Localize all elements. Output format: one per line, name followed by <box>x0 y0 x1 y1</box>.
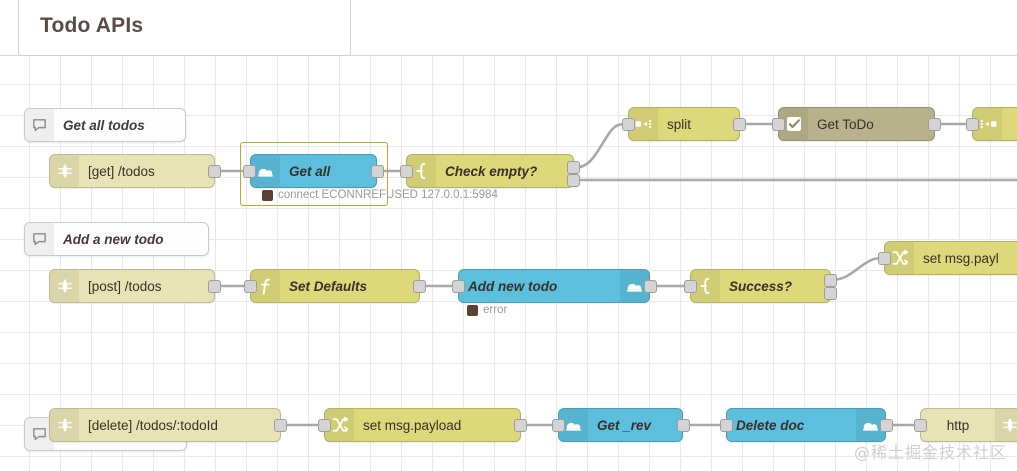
output-port-2[interactable] <box>824 287 837 300</box>
status-dot <box>467 304 478 316</box>
globe-icon <box>995 409 1017 441</box>
watermark: @稀土掘金技术社区 <box>853 443 1007 462</box>
comment-label: Get all todos <box>63 117 145 133</box>
node-couchdb-get-all[interactable]: Get all <box>250 154 377 188</box>
node-label: Check empty? <box>445 163 538 179</box>
flow-canvas[interactable]: Get all todos [get] /todos Get all <box>0 56 1017 471</box>
comment-node-add-a-new-todo[interactable]: Add a new todo <box>24 222 209 256</box>
node-change-set-msg-payload[interactable]: set msg.payload <box>324 408 521 442</box>
node-split[interactable]: split <box>628 107 740 141</box>
input-port[interactable] <box>452 280 465 293</box>
input-port[interactable] <box>243 165 256 178</box>
input-port[interactable] <box>684 280 697 293</box>
output-port[interactable] <box>274 419 287 432</box>
globe-icon <box>50 409 79 441</box>
node-status-get-all: connect ECONNREFUSED 127.0.0.1:5984 <box>262 189 498 201</box>
node-label: [post] /todos <box>88 278 162 294</box>
node-label: Get _rev <box>597 417 652 433</box>
flow-tab-todo-apis[interactable]: Todo APIs <box>18 0 351 56</box>
globe-icon <box>50 155 79 187</box>
output-port-2[interactable] <box>567 174 580 187</box>
node-http-in-delete-todos[interactable]: [delete] /todos/:todoId <box>49 408 281 442</box>
node-http-in-post-todos[interactable]: [post] /todos <box>49 269 215 303</box>
input-port[interactable] <box>720 419 733 432</box>
node-label: http <box>946 417 970 433</box>
flow-tab-label: Todo APIs <box>40 14 144 37</box>
node-label: split <box>667 116 692 132</box>
input-port[interactable] <box>622 118 635 131</box>
input-port[interactable] <box>244 280 257 293</box>
flow-tab-bar: Todo APIs <box>0 0 1017 56</box>
status-dot <box>262 189 273 201</box>
node-switch-success[interactable]: Success? <box>690 269 831 303</box>
input-port[interactable] <box>914 419 927 432</box>
output-port[interactable] <box>371 165 384 178</box>
node-label: set msg.payload <box>363 417 462 433</box>
input-port[interactable] <box>966 118 979 131</box>
output-port[interactable] <box>208 165 221 178</box>
node-couchdb-get-rev[interactable]: Get _rev <box>558 408 683 442</box>
output-port[interactable] <box>644 280 657 293</box>
output-port[interactable] <box>514 419 527 432</box>
input-port[interactable] <box>772 118 785 131</box>
node-change-set-msg-payload-2[interactable]: set msg.payl <box>884 241 1017 275</box>
output-port[interactable] <box>880 419 893 432</box>
node-switch-check-empty[interactable]: Check empty? <box>406 154 574 188</box>
node-http-in-get-todos[interactable]: [get] /todos <box>49 154 215 188</box>
node-label: [delete] /todos/:todoId <box>88 417 218 433</box>
node-http-response[interactable]: http <box>920 408 1017 442</box>
input-port[interactable] <box>552 419 565 432</box>
node-couchdb-get-todo[interactable]: Get ToDo <box>778 107 935 141</box>
node-label: set msg.payl <box>923 250 999 266</box>
switch-icon <box>407 155 436 187</box>
comment-node-get-all-todos[interactable]: Get all todos <box>24 108 186 142</box>
output-port[interactable] <box>677 419 690 432</box>
node-label: Set Defaults <box>289 278 368 294</box>
output-port-1[interactable] <box>567 161 580 174</box>
node-status-add-new-todo: error <box>467 304 507 316</box>
node-couchdb-add-new-todo[interactable]: Add new todo <box>458 269 650 303</box>
input-port[interactable] <box>318 419 331 432</box>
globe-icon <box>50 270 79 302</box>
status-text: connect ECONNREFUSED 127.0.0.1:5984 <box>278 189 498 201</box>
comment-label: Add a new todo <box>63 231 164 247</box>
input-port[interactable] <box>400 165 413 178</box>
node-label: Get all <box>289 163 331 179</box>
node-label: Success? <box>729 278 793 294</box>
input-port[interactable] <box>878 252 891 265</box>
output-port[interactable] <box>413 280 426 293</box>
node-function-set-defaults[interactable]: Set Defaults <box>250 269 420 303</box>
output-port[interactable] <box>733 118 746 131</box>
comment-icon <box>25 109 54 141</box>
output-port-1[interactable] <box>824 274 837 287</box>
node-label: [get] /todos <box>88 163 155 179</box>
node-label: Get ToDo <box>817 116 874 132</box>
comment-icon <box>25 223 54 255</box>
output-port[interactable] <box>928 118 941 131</box>
status-text: error <box>483 304 508 316</box>
node-label: Delete doc <box>736 417 805 433</box>
node-couchdb-delete-doc[interactable]: Delete doc <box>726 408 886 442</box>
output-port[interactable] <box>208 280 221 293</box>
node-label: Add new todo <box>468 278 558 294</box>
selection-outline <box>240 142 388 206</box>
